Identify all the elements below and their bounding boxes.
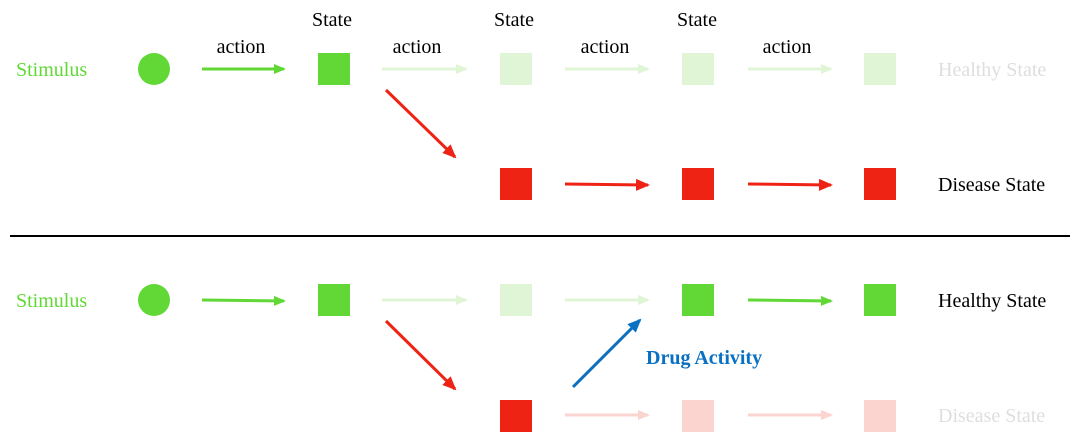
- arrow-top-red-2: [747, 178, 833, 191]
- state-node-top-3: [682, 53, 714, 85]
- top-panel: State State State action action action a…: [16, 9, 1046, 200]
- healthy-state-label-top: Healthy State: [938, 59, 1046, 81]
- state-node-top-2: [500, 53, 532, 85]
- state-node-top-4: [864, 53, 896, 85]
- state-node-bottom-4: [864, 284, 896, 316]
- disease-node-bottom-3: [864, 400, 896, 432]
- state-label-1: State: [312, 9, 352, 31]
- disease-node-top-3: [864, 168, 896, 200]
- stimulus-label-bottom: Stimulus: [16, 290, 87, 312]
- stimulus-label-top: Stimulus: [16, 59, 87, 81]
- stimulus-node-top: [138, 53, 170, 85]
- arrow-top-branch: [384, 88, 457, 159]
- arrow-top-red-1: [564, 178, 650, 191]
- action-label-4: action: [763, 36, 812, 58]
- disease-node-top-2: [682, 168, 714, 200]
- arrow-bottom-1: [201, 295, 286, 306]
- action-label-1: action: [217, 36, 266, 58]
- state-node-bottom-1: [318, 284, 350, 316]
- stimulus-node-bottom: [138, 284, 170, 316]
- disease-node-bottom-2: [682, 400, 714, 432]
- state-label-3: State: [677, 9, 717, 31]
- bottom-panel: Stimulus Healthy State Drug Activity Dis…: [16, 284, 1046, 432]
- state-node-bottom-2: [500, 284, 532, 316]
- state-node-top-1: [318, 53, 350, 85]
- disease-node-bottom-1: [500, 400, 532, 432]
- disease-node-top-1: [500, 168, 532, 200]
- arrow-bottom-4: [747, 295, 833, 306]
- arrow-bottom-branch: [384, 319, 457, 391]
- drug-activity-label: Drug Activity: [646, 347, 762, 369]
- action-label-3: action: [581, 36, 630, 58]
- state-node-bottom-3: [682, 284, 714, 316]
- drug-activity-arrow: [571, 318, 642, 389]
- disease-state-label-bottom: Disease State: [938, 405, 1045, 427]
- state-label-2: State: [494, 9, 534, 31]
- disease-state-label-top: Disease State: [938, 174, 1045, 196]
- action-label-2: action: [393, 36, 442, 58]
- healthy-state-label-bottom: Healthy State: [938, 290, 1046, 312]
